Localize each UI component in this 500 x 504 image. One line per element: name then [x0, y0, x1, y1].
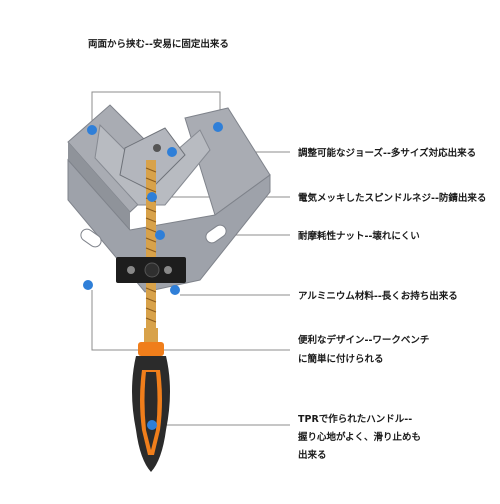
- label-aluminium: アルミニウム材料--長くお持ち出来る: [298, 291, 458, 302]
- dot-handle: [147, 420, 157, 430]
- label-design-line2: に簡単に付けられる: [298, 354, 384, 365]
- indicator-dots: [83, 122, 223, 430]
- label-handle-line1: TPRで作られたハンドル--: [298, 414, 413, 425]
- jaw-block: [119, 127, 186, 191]
- dot-design: [83, 280, 93, 290]
- spindle-screw: [145, 160, 157, 330]
- label-top: 両面から挟む--安易に固定出来る: [88, 39, 229, 50]
- handle: [132, 328, 170, 472]
- dot-jaws: [167, 147, 177, 157]
- nut-block: [116, 257, 186, 283]
- dot-left-arm: [87, 125, 97, 135]
- label-nut: 耐摩耗性ナット--壊れにくい: [298, 231, 420, 242]
- dot-nut: [155, 230, 165, 240]
- label-jaws: 調整可能なジョーズ--多サイズ対応出来る: [298, 148, 477, 159]
- label-handle-line3: 出来る: [298, 450, 327, 461]
- label-handle: TPRで作られたハンドル-- 握り心地がよく、滑り止めも 出来る: [298, 413, 421, 462]
- dot-right-arm: [213, 122, 223, 132]
- label-design-line1: 便利なデザイン--ワークベンチ: [298, 335, 430, 346]
- label-handle-line2: 握り心地がよく、滑り止めも: [298, 432, 422, 443]
- label-spindle: 電気メッキしたスピンドルネジ--防錆出来る: [298, 193, 487, 204]
- dot-spindle: [147, 192, 157, 202]
- label-design: 便利なデザイン--ワークベンチ に簡単に付けられる: [298, 334, 429, 366]
- callout-design-left: [91, 290, 160, 351]
- callout-top: [91, 91, 221, 127]
- dot-aluminium: [170, 285, 180, 295]
